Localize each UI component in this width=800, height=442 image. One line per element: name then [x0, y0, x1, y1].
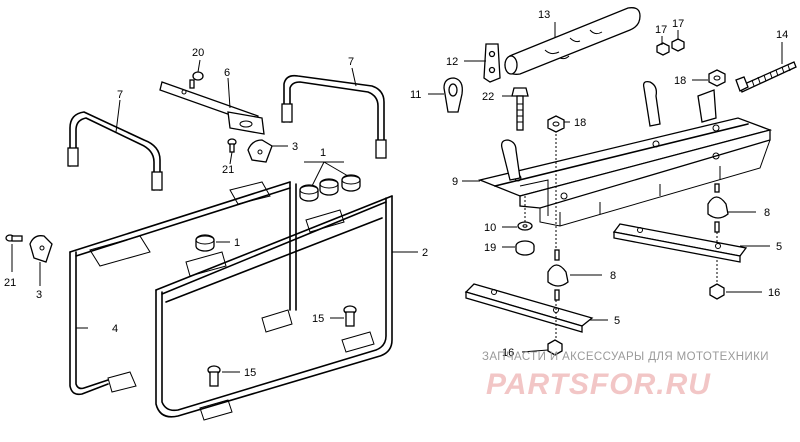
- part-16-nut-right: [709, 283, 725, 300]
- callout-11: 11: [410, 89, 421, 101]
- part-14-long-bolt: [735, 61, 797, 93]
- part-11-clamp: [443, 77, 463, 113]
- watermark-logo: PARTSFOR.RU: [486, 368, 711, 401]
- part-2-frame-front: [155, 195, 393, 421]
- callout-5a: 5: [776, 241, 782, 253]
- part-4-frame-back: [69, 181, 297, 396]
- callout-18b: 18: [574, 117, 586, 129]
- part-1-grommet-mid: [195, 234, 215, 252]
- callout-16a: 16: [768, 287, 780, 299]
- part-1-grommets-top: [299, 174, 361, 202]
- callout-17a: 17: [655, 24, 667, 36]
- part-6-bracket: [159, 81, 265, 135]
- part-7-handle-left: [67, 111, 163, 191]
- part-18-nut: [708, 69, 726, 87]
- callout-19: 19: [484, 242, 496, 254]
- callout-4: 4: [112, 323, 118, 335]
- part-9-frame-rail: [477, 80, 773, 227]
- part-5-plate-upper: [612, 223, 748, 263]
- callout-15a: 15: [312, 313, 324, 325]
- callout-3a: 3: [292, 141, 298, 153]
- callout-18a: 18: [674, 75, 686, 87]
- callout-5b: 5: [614, 315, 620, 327]
- callout-16b: 16: [502, 347, 514, 359]
- part-5-plate-lower: [464, 283, 594, 333]
- callout-7b: 7: [348, 56, 354, 68]
- part-3-clip-left: [29, 235, 53, 263]
- part-19-rubber-washer: [515, 240, 535, 256]
- callout-labels: 13 17 17 14 12 11 18 22 18 9 8 5 10 19 8…: [4, 9, 788, 379]
- part-12-bracket: [483, 43, 501, 83]
- callout-21b: 21: [4, 277, 16, 289]
- callout-8a: 8: [764, 207, 770, 219]
- part-21-bolt-left: [5, 234, 23, 242]
- callout-7a: 7: [117, 89, 123, 101]
- part-20-bolt: [189, 71, 204, 89]
- callout-15b: 15: [244, 367, 256, 379]
- callout-3b: 3: [36, 289, 42, 301]
- callout-22: 22: [482, 91, 494, 103]
- callout-6: 6: [224, 67, 230, 79]
- part-15-bolt-lower: [207, 365, 221, 387]
- part-3-clip-top: [247, 139, 273, 163]
- part-21-bolt-top: [227, 138, 237, 153]
- watermark-caption: ЗАПЧАСТИ И АКСЕССУАРЫ ДЛЯ МОТОТЕХНИКИ: [482, 351, 769, 363]
- callout-1a: 1: [320, 147, 326, 159]
- callout-10: 10: [484, 222, 496, 234]
- callout-21a: 21: [222, 164, 234, 176]
- callout-20: 20: [192, 47, 204, 59]
- part-18-nut-lower: [547, 115, 565, 133]
- part-17-nuts: [656, 38, 685, 56]
- part-22-bolt: [511, 87, 529, 131]
- callout-12: 12: [446, 56, 458, 68]
- part-16-nut-lower: [547, 339, 563, 356]
- callout-1b: 1: [234, 237, 240, 249]
- watermark: ЗАПЧАСТИ И АКСЕССУАРЫ ДЛЯ МОТОТЕХНИКИ PA…: [482, 351, 769, 401]
- part-7-handle-right: [281, 74, 387, 159]
- part-8-rubber-mount-upper: [707, 183, 729, 233]
- callout-2: 2: [422, 247, 428, 259]
- callout-9: 9: [452, 176, 458, 188]
- callout-8b: 8: [610, 270, 616, 282]
- part-13-tube: [504, 7, 641, 75]
- part-10-washer: [517, 221, 533, 231]
- part-15-bolt-right: [343, 305, 357, 327]
- callout-13: 13: [538, 9, 550, 21]
- part-8-rubber-mount: [547, 249, 569, 301]
- callout-17b: 17: [672, 18, 684, 30]
- callout-14: 14: [776, 29, 788, 41]
